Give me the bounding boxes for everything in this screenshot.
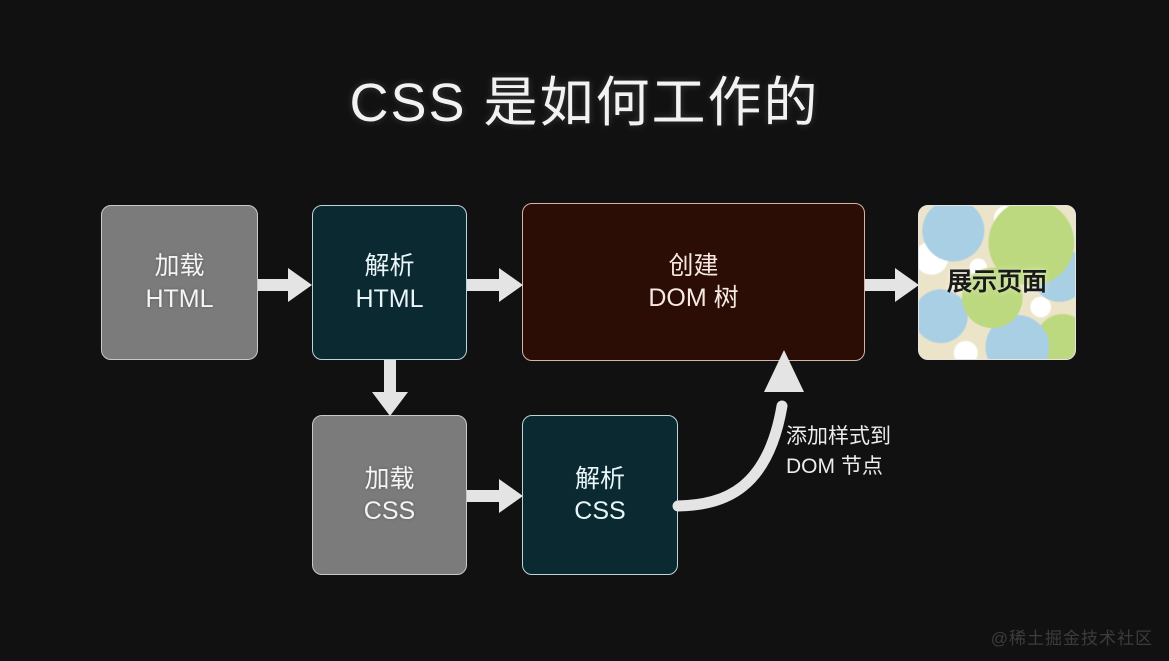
flow-node-show-page[interactable]: 展示页面 [918, 205, 1076, 360]
connector-label-line2: DOM 节点 [786, 454, 883, 478]
flow-node-load-css[interactable]: 加载 CSS [312, 415, 467, 575]
flow-node-load-html-line2: HTML [145, 284, 214, 313]
flow-node-create-dom-tree[interactable]: 创建 DOM 树 [522, 203, 865, 361]
arrow-load-css-to-parse-css [467, 475, 525, 517]
flow-node-load-html[interactable]: 加载 HTML [101, 205, 258, 360]
arrow-parse-html-to-create-dom [467, 264, 525, 306]
arrow-create-dom-to-show-page [865, 264, 921, 306]
flow-node-load-css-line1: 加载 [364, 464, 415, 493]
arrow-parse-css-to-create-dom-curved [660, 348, 810, 513]
flow-node-create-dom-tree-line1: 创建 [668, 251, 719, 280]
flow-node-load-css-line2: CSS [363, 497, 416, 525]
arrow-load-html-to-parse-html [258, 264, 314, 306]
flow-node-parse-css-line1: 解析 [574, 464, 625, 493]
flow-node-parse-html-line1: 解析 [364, 252, 415, 280]
flow-node-create-dom-tree-line2: DOM 树 [648, 284, 739, 312]
flow-node-parse-css-line2: CSS [574, 497, 626, 525]
flow-node-parse-html-line2: HTML [355, 284, 424, 313]
watermark: @稀土掘金技术社区 [990, 629, 1153, 648]
connector-label-add-style-to-dom: 添加样式到 DOM 节点 [786, 422, 1046, 482]
connector-label-line1: 添加样式到 [786, 425, 891, 448]
flow-node-parse-html[interactable]: 解析 HTML [312, 205, 467, 360]
flow-node-parse-css[interactable]: 解析 CSS [522, 415, 678, 575]
flow-node-show-page-label: 展示页面 [946, 268, 1047, 297]
arrow-parse-html-to-load-css [368, 360, 412, 418]
flow-node-load-html-line1: 加载 [154, 252, 205, 280]
page-title: CSS 是如何工作的 [349, 73, 820, 133]
